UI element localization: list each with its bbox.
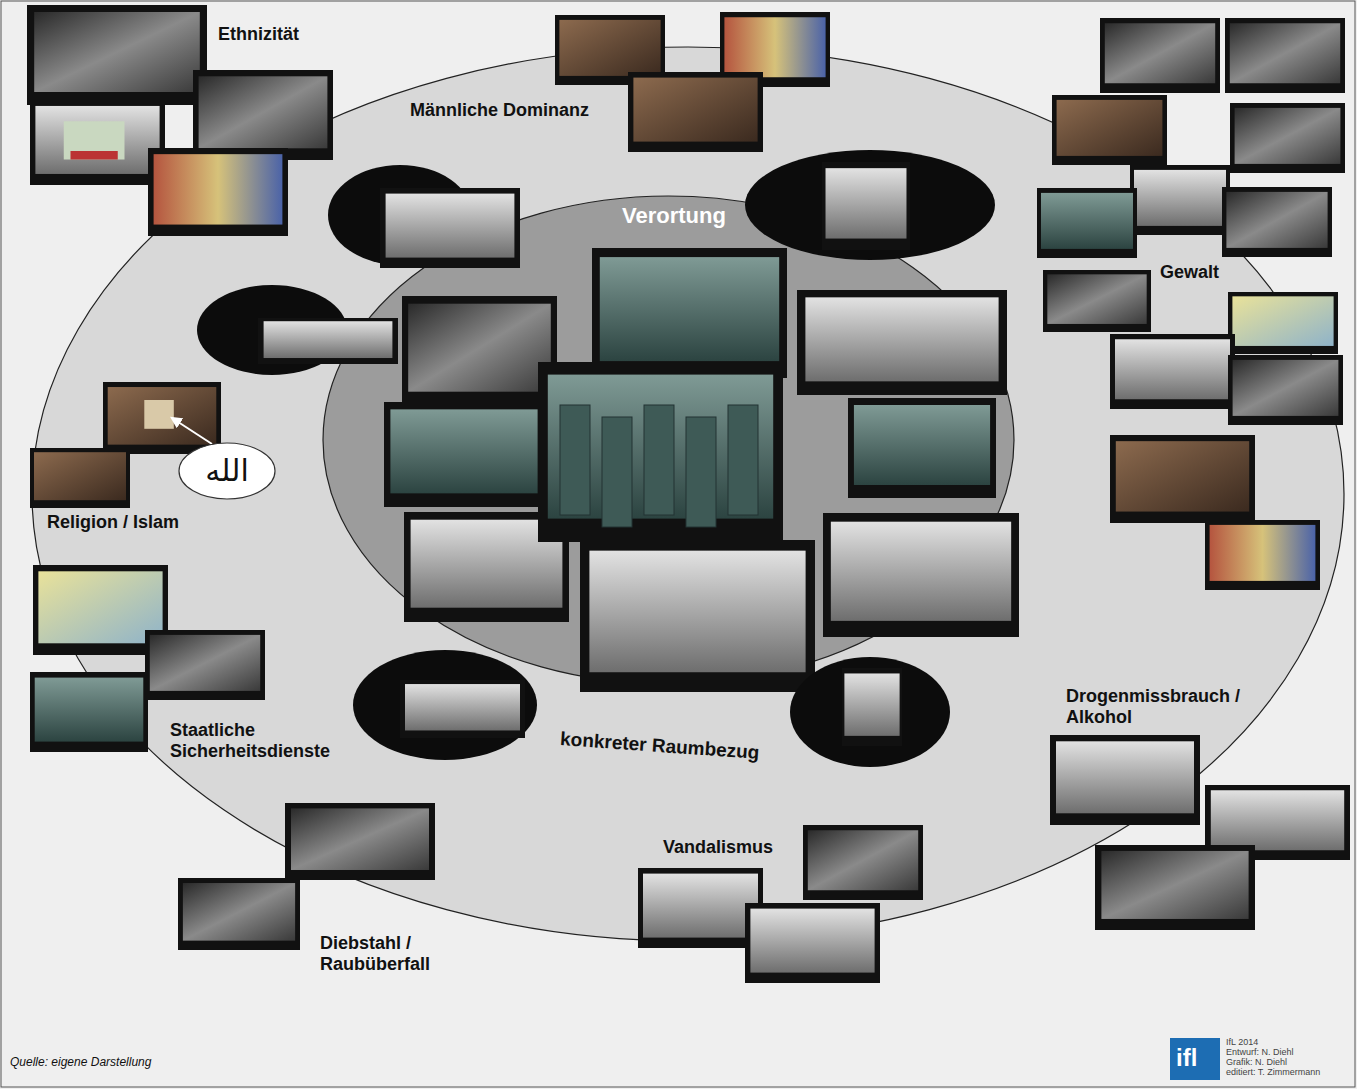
ellipse-outline xyxy=(322,195,1015,685)
inner-ellipse: Verortungkonkreter Raumbezug xyxy=(322,195,1015,685)
credit-line: IfL 2014 xyxy=(1226,1038,1258,1047)
category-label: Gewalt xyxy=(1160,262,1219,283)
logo-text: ifl xyxy=(1176,1044,1197,1072)
callout-ellipse: الله xyxy=(178,442,276,500)
category-label: Staatliche Sicherheitsdienste xyxy=(170,720,360,761)
category-label: Drogenmissbrauch / Alkohol xyxy=(1066,686,1276,727)
source-note: Quelle: eigene Darstellung xyxy=(10,1056,151,1070)
credit-line: Entwurf: N. Diehl xyxy=(1226,1048,1294,1057)
category-label: Vandalismus xyxy=(663,837,773,858)
category-label: Diebstahl / Raubüberfall xyxy=(320,933,460,974)
arabic-text: الله xyxy=(205,454,249,489)
category-label: Ethnizität xyxy=(218,24,299,45)
category-label: Männliche Dominanz xyxy=(410,100,589,121)
category-heading: Verortung xyxy=(622,203,726,228)
category-label: Religion / Islam xyxy=(47,512,179,533)
credit-line: Grafik: N. Diehl xyxy=(1226,1058,1287,1067)
credit-line: editiert: T. Zimmermann xyxy=(1226,1068,1320,1077)
